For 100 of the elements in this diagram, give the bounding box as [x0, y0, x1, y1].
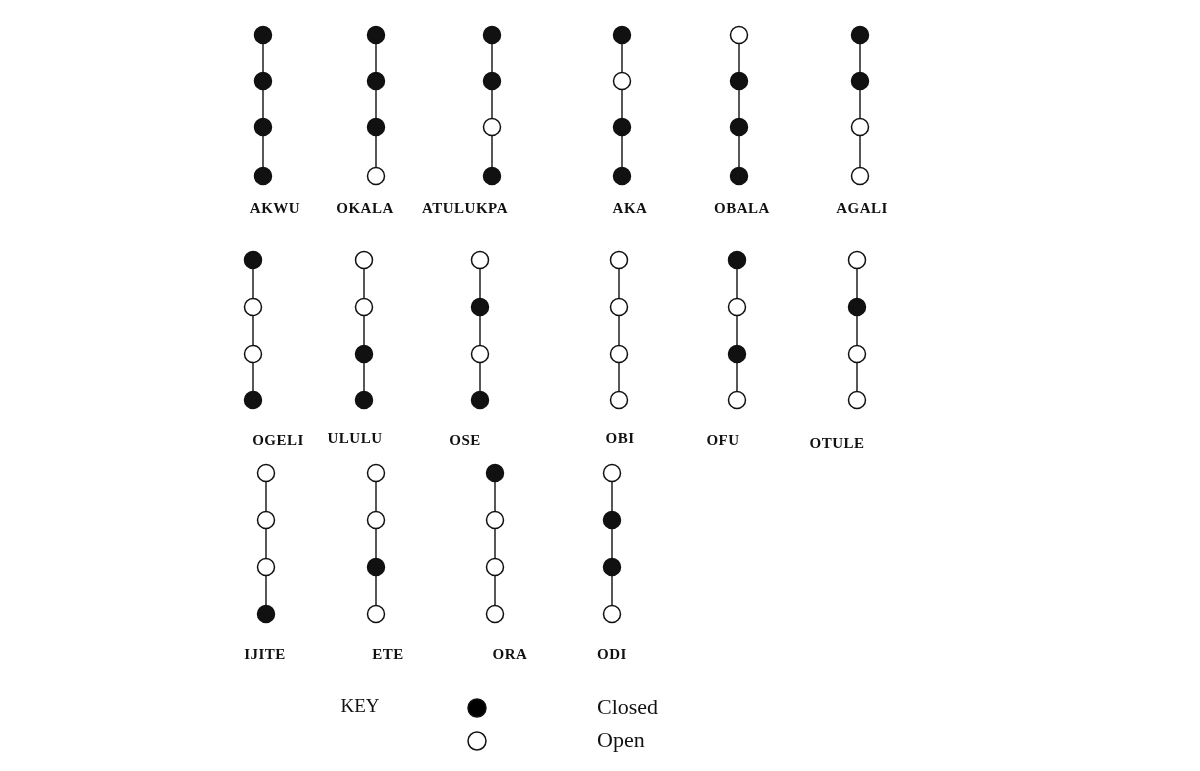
connecting-line — [262, 88, 264, 120]
legend-text: Closed — [597, 694, 659, 720]
closed-dot — [256, 604, 276, 624]
figure-name: OFU — [706, 432, 740, 449]
connecting-line — [375, 42, 377, 74]
figure-name: ATULUKPA — [422, 200, 508, 217]
connecting-line — [738, 134, 740, 169]
open-circle — [850, 117, 870, 137]
connecting-line — [491, 134, 493, 169]
closed-dot — [482, 71, 502, 91]
figure-name: AKA — [612, 200, 648, 217]
open-circle — [243, 344, 263, 364]
figure-name: AGALI — [836, 200, 888, 217]
closed-dot — [470, 297, 490, 317]
connecting-line — [363, 267, 365, 300]
connecting-line — [618, 361, 620, 393]
open-circle — [354, 297, 374, 317]
closed-dot — [253, 117, 273, 137]
open-circle — [482, 117, 502, 137]
connecting-line — [856, 314, 858, 347]
figure-name: ORA — [492, 646, 528, 663]
connecting-line — [736, 361, 738, 393]
open-circle — [850, 166, 870, 186]
connecting-line — [363, 314, 365, 347]
closed-dot — [482, 25, 502, 45]
open-circle — [366, 510, 386, 530]
closed-dot — [847, 297, 867, 317]
connecting-line — [859, 42, 861, 74]
connecting-line — [375, 574, 377, 607]
open-circle — [609, 250, 629, 270]
closed-dot — [354, 390, 374, 410]
connecting-line — [736, 267, 738, 300]
open-circle — [366, 463, 386, 483]
connecting-line — [494, 574, 496, 607]
connecting-line — [621, 42, 623, 74]
connecting-line — [859, 88, 861, 120]
closed-dot — [612, 117, 632, 137]
open-circle — [729, 25, 749, 45]
open-circle — [366, 604, 386, 624]
closed-dot — [612, 25, 632, 45]
connecting-line — [375, 480, 377, 513]
connecting-line — [252, 361, 254, 393]
figure-name: ETE — [372, 646, 404, 663]
open-circle — [602, 463, 622, 483]
open-circle — [602, 604, 622, 624]
closed-dot — [243, 390, 263, 410]
closed-dot — [366, 71, 386, 91]
connecting-line — [611, 480, 613, 513]
figure-name: AKWU — [249, 200, 301, 217]
connecting-line — [494, 480, 496, 513]
open-circle — [847, 390, 867, 410]
closed-dot — [482, 166, 502, 186]
figure-name: ULULU — [327, 430, 383, 447]
connecting-line — [265, 574, 267, 607]
connecting-line — [611, 574, 613, 607]
open-circle — [727, 297, 747, 317]
figure-name: IJITE — [244, 646, 286, 663]
legend-text: Open — [597, 727, 645, 753]
connecting-line — [479, 314, 481, 347]
closed-dot — [727, 250, 747, 270]
connecting-line — [265, 527, 267, 560]
connecting-line — [265, 480, 267, 513]
connecting-line — [375, 527, 377, 560]
open-circle — [485, 604, 505, 624]
key-heading: KEY — [340, 695, 380, 717]
closed-dot — [602, 557, 622, 577]
closed-dot — [729, 166, 749, 186]
connecting-line — [375, 134, 377, 169]
closed-dot — [253, 25, 273, 45]
closed-dot — [253, 166, 273, 186]
connecting-line — [618, 314, 620, 347]
open-circle — [847, 250, 867, 270]
connecting-line — [252, 267, 254, 300]
closed-dot — [612, 166, 632, 186]
connecting-line — [621, 88, 623, 120]
figure-name: OBI — [605, 430, 635, 447]
open-circle — [366, 166, 386, 186]
closed-dot — [727, 344, 747, 364]
open-circle — [847, 344, 867, 364]
closed-dot — [253, 71, 273, 91]
connecting-line — [494, 527, 496, 560]
figure-name: OTULE — [809, 435, 865, 452]
connecting-line — [262, 134, 264, 169]
connecting-line — [375, 88, 377, 120]
figure-name: OSE — [449, 432, 481, 449]
closed-dot — [602, 510, 622, 530]
connecting-line — [363, 361, 365, 393]
closed-dot — [850, 71, 870, 91]
open-circle — [243, 297, 263, 317]
connecting-line — [491, 88, 493, 120]
closed-dot — [729, 117, 749, 137]
closed-dot — [243, 250, 263, 270]
connecting-line — [621, 134, 623, 169]
open-circle — [354, 250, 374, 270]
closed-dot — [354, 344, 374, 364]
connecting-line — [611, 527, 613, 560]
connecting-line — [252, 314, 254, 347]
connecting-line — [738, 88, 740, 120]
connecting-line — [479, 267, 481, 300]
connecting-line — [856, 267, 858, 300]
